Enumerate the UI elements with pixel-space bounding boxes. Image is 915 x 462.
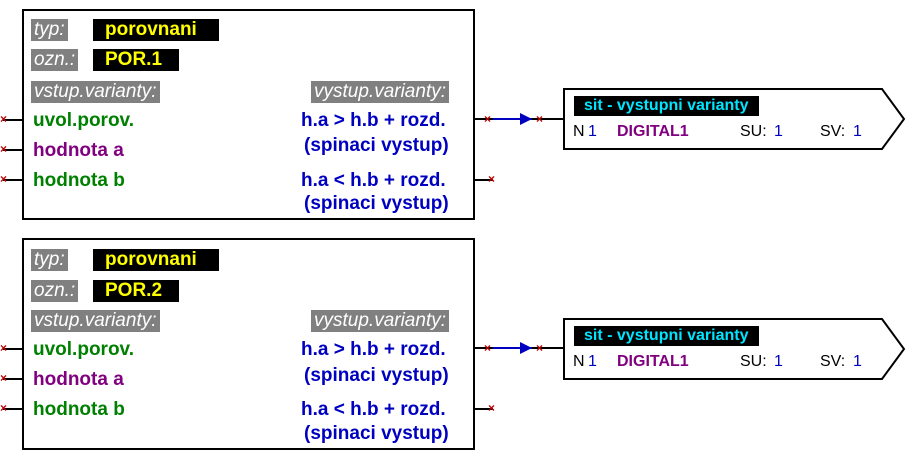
output-greater-label[interactable]: h.a > h.b + rozd. [301, 339, 446, 360]
output-pin[interactable] [475, 179, 493, 181]
sink-su-value: 1 [774, 353, 783, 370]
input-variants-header: vstup.varianty: [31, 81, 160, 103]
svg-text:×: × [536, 112, 543, 126]
output-greater-sublabel: (spinaci vystup) [304, 135, 449, 156]
input-pin[interactable] [3, 179, 22, 181]
output-less-label[interactable]: h.a < h.b + rozd. [301, 170, 446, 191]
designation-label: ozn.: [31, 49, 79, 71]
pin-mark-icon: × [0, 401, 8, 415]
type-label: typ: [31, 249, 68, 271]
comparator-block-1[interactable] [22, 9, 475, 220]
svg-text:×: × [484, 112, 491, 126]
sink-su-value: 1 [774, 123, 783, 140]
arrow-right-icon [520, 342, 532, 354]
pin-mark-icon: × [0, 172, 8, 186]
type-label: typ: [31, 19, 68, 41]
designation-value: POR.2 [93, 280, 179, 302]
sink-n-label: N [573, 353, 585, 370]
input-pin[interactable] [3, 378, 22, 380]
sink-su-label: SU: [740, 353, 767, 370]
sink-sv-label: SV: [820, 353, 846, 370]
pin-mark-icon: × [488, 401, 496, 415]
sink-n-value: 1 [588, 353, 597, 370]
output-less-sublabel: (spinaci vystup) [304, 193, 449, 214]
input-enable-compare[interactable]: uvol.porov. [33, 110, 134, 131]
sink-title: sit - vystupni varianty [574, 96, 759, 116]
comparator-block-2[interactable] [22, 238, 475, 450]
input-value-b[interactable]: hodnota b [33, 170, 125, 191]
sink-n-label: N [573, 123, 585, 140]
input-pin[interactable] [3, 149, 22, 151]
designation-value: POR.1 [93, 49, 179, 71]
type-value: porovnani [93, 19, 219, 41]
output-variants-header: vystup.varianty: [311, 81, 449, 103]
sink-sv-label: SV: [820, 123, 846, 140]
sink-su-label: SU: [740, 123, 767, 140]
input-value-a[interactable]: hodnota a [33, 369, 124, 390]
svg-text:×: × [484, 341, 491, 355]
pin-mark-icon: × [488, 172, 496, 186]
input-pin[interactable] [3, 119, 22, 121]
output-less-label[interactable]: h.a < h.b + rozd. [301, 399, 446, 420]
pin-mark-icon: × [0, 371, 8, 385]
pin-mark-icon: × [0, 112, 8, 126]
output-variants-header: vystup.varianty: [311, 310, 449, 332]
sink-sv-value: 1 [853, 353, 862, 370]
pin-mark-icon: × [0, 341, 8, 355]
svg-text:×: × [536, 341, 543, 355]
sink-sv-value: 1 [853, 123, 862, 140]
sink-signal-name[interactable]: DIGITAL1 [617, 123, 689, 140]
type-value: porovnani [93, 249, 219, 271]
output-less-sublabel: (spinaci vystup) [304, 423, 449, 444]
output-greater-sublabel: (spinaci vystup) [304, 365, 449, 386]
output-greater-label[interactable]: h.a > h.b + rozd. [301, 110, 446, 131]
sink-n-value: 1 [588, 123, 597, 140]
designation-label: ozn.: [31, 280, 79, 302]
input-value-b[interactable]: hodnota b [33, 399, 125, 420]
arrow-right-icon [520, 113, 532, 125]
input-variants-header: vstup.varianty: [31, 310, 160, 332]
sink-title: sit - vystupni varianty [574, 326, 759, 346]
input-enable-compare[interactable]: uvol.porov. [33, 339, 134, 360]
input-pin[interactable] [3, 408, 22, 410]
output-pin[interactable] [475, 408, 493, 410]
input-value-a[interactable]: hodnota a [33, 140, 124, 161]
sink-signal-name[interactable]: DIGITAL1 [617, 353, 689, 370]
pin-mark-icon: × [0, 142, 8, 156]
input-pin[interactable] [3, 348, 22, 350]
